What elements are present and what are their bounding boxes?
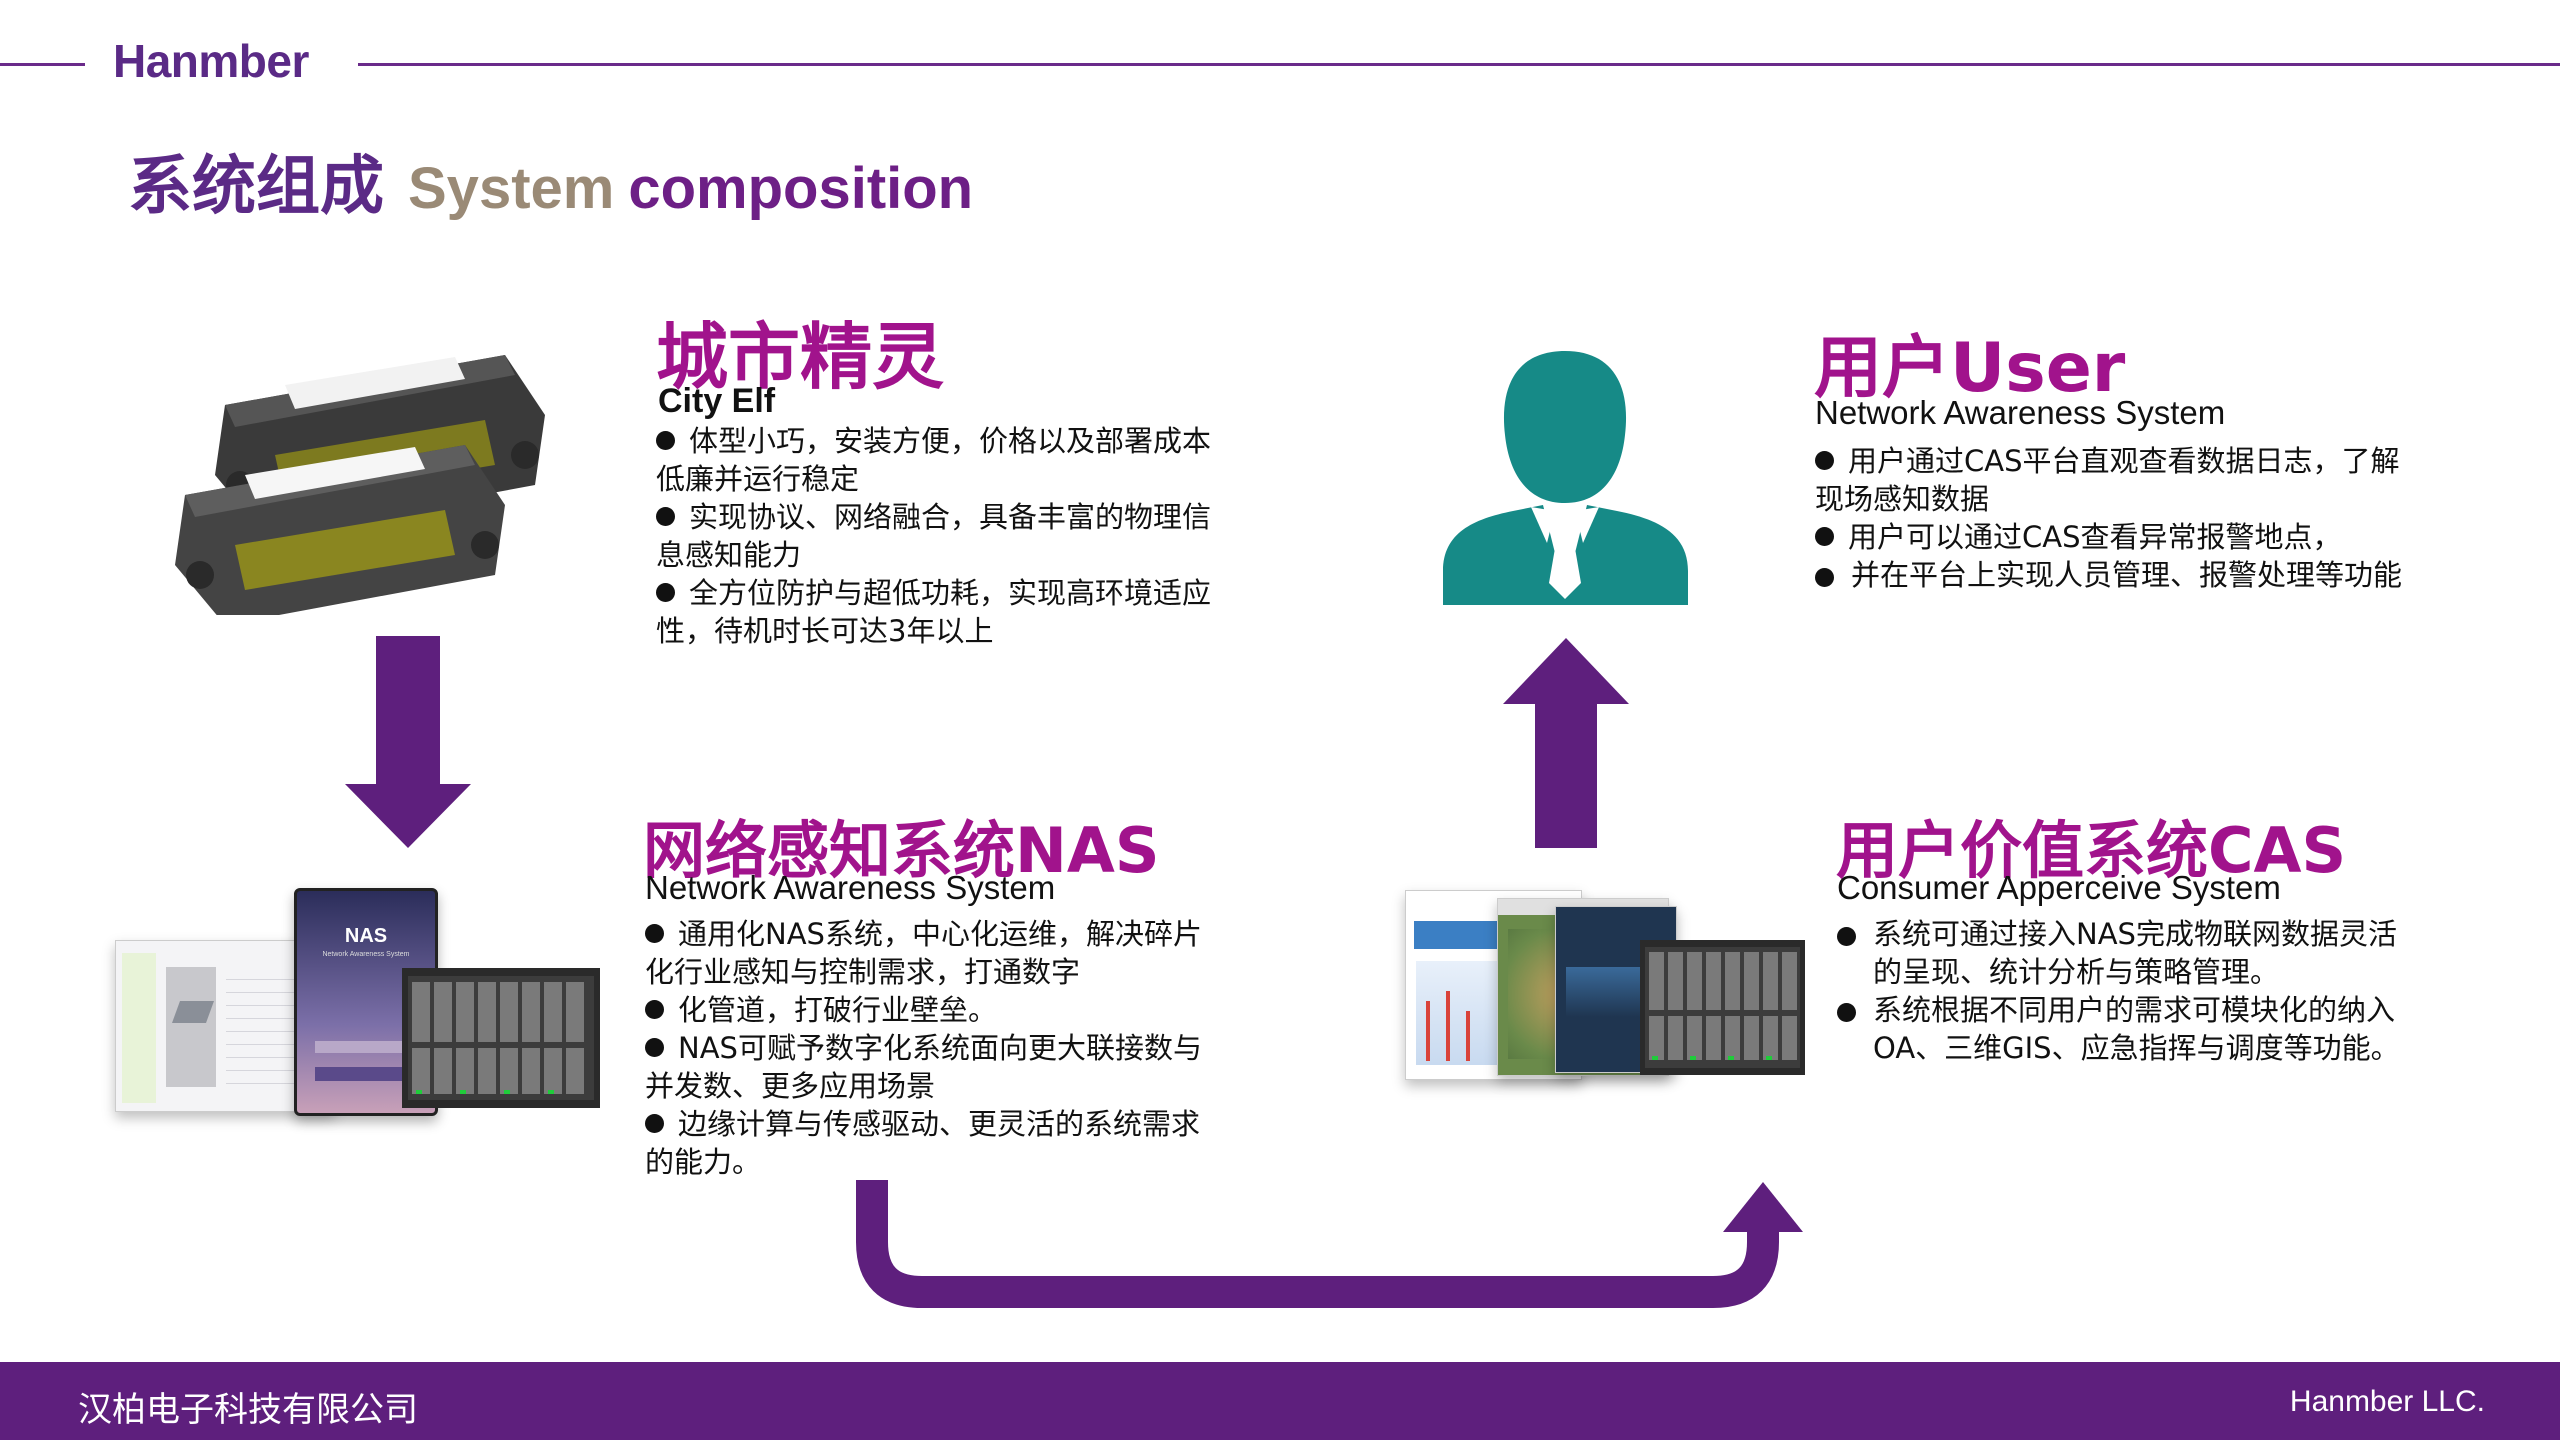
nas-phone-sub: Network Awareness System	[322, 951, 410, 958]
list-item: 边缘计算与传感驱动、更灵活的系统需求的能力。	[645, 1107, 1201, 1179]
list-item: 系统可通过接入NAS完成物联网数据灵活的呈现、统计分析与策略管理。	[1837, 915, 2417, 991]
list-item: 并在平台上实现人员管理、报警处理等功能	[1815, 556, 2415, 594]
user-subtitle: Network Awareness System	[1815, 394, 2226, 431]
bullet-dot-icon	[645, 999, 664, 1019]
page-title-en-1: System	[408, 156, 615, 221]
city-elf-title: 城市精灵	[656, 315, 945, 399]
bullet-dot-icon	[1837, 1003, 1856, 1022]
list-item: 实现协议、网络融合，具备丰富的物理信息感知能力	[656, 500, 1212, 572]
bullet-dot-icon	[656, 430, 675, 450]
cas-title: 用户价值系统CAS	[1836, 814, 2347, 887]
cas-server-rack-image	[1640, 940, 1805, 1075]
brand-logo: Hanmber	[113, 35, 309, 87]
nas-subtitle: Network Awareness System	[645, 869, 1056, 906]
nas-bullets: 通用化NAS系统，中心化运维，解决碎片化行业感知与控制需求，打通数字 化管道，打…	[645, 915, 1210, 1181]
list-item: 体型小巧，安装方便，价格以及部署成本低廉并运行稳定	[656, 424, 1212, 496]
user-bullets: 用户通过CAS平台直观查看数据日志，了解现场感知数据 用户可以通过CAS查看异常…	[1815, 442, 2415, 556]
footer-bar	[0, 1362, 2560, 1440]
header-line-right	[358, 63, 2560, 66]
footer-company-en: Hanmber LLC.	[2289, 1385, 2485, 1418]
nas-title: 网络感知系统NAS	[643, 814, 1160, 887]
city-elf-bullets: 体型小巧，安装方便，价格以及部署成本低廉并运行稳定 实现协议、网络融合，具备丰富…	[656, 422, 1216, 650]
bullet-dot-icon	[645, 1037, 664, 1057]
list-item: 通用化NAS系统，中心化运维，解决碎片化行业感知与控制需求，打通数字	[645, 917, 1202, 989]
page-title-cn: 系统组成	[128, 150, 384, 224]
list-item: 化管道，打破行业壁垒。	[645, 991, 1210, 1029]
bullet-dot-icon	[645, 923, 664, 943]
list-item: NAS可赋予数字化系统面向更大联接数与并发数、更多应用场景	[645, 1031, 1202, 1103]
arrow-down-icon	[345, 636, 471, 848]
user-silhouette-icon	[1443, 351, 1688, 605]
list-item: 用户通过CAS平台直观查看数据日志，了解现场感知数据	[1815, 444, 2400, 516]
cas-bullets: 系统可通过接入NAS完成物联网数据灵活的呈现、统计分析与策略管理。 系统根据不同…	[1837, 915, 2417, 1067]
user-bullets-hanging: 并在平台上实现人员管理、报警处理等功能	[1815, 556, 2415, 594]
header-line-left	[0, 63, 85, 66]
bullet-dot-icon	[1815, 450, 1834, 470]
list-item: 全方位防护与超低功耗，实现高环境适应性，待机时长可达3年以上	[656, 576, 1212, 648]
bullet-dot-icon	[1815, 526, 1834, 546]
nas-phone-label: NAS	[344, 925, 388, 947]
bullet-dot-icon	[1837, 927, 1856, 946]
user-title: 用户User	[1814, 329, 2126, 408]
bullet-dot-icon	[1815, 568, 1834, 587]
nas-server-rack-image	[402, 968, 600, 1108]
bullet-dot-icon	[656, 506, 675, 526]
arrow-up-icon	[1503, 638, 1629, 848]
page-title-en-2: composition	[628, 156, 974, 221]
list-item: 系统根据不同用户的需求可模块化的纳入OA、三维GIS、应急指挥与调度等功能。	[1837, 991, 2417, 1067]
footer-company-cn: 汉柏电子科技有限公司	[78, 1390, 418, 1430]
city-elf-subtitle: City Elf	[658, 382, 776, 420]
list-item: 用户可以通过CAS查看异常报警地点，	[1815, 518, 2415, 556]
cas-subtitle: Consumer Apperceive System	[1837, 869, 2281, 906]
bullet-dot-icon	[656, 582, 675, 602]
u-arrow-icon	[856, 1180, 1803, 1308]
city-elf-device-image	[175, 355, 545, 615]
bullet-dot-icon	[645, 1113, 664, 1133]
